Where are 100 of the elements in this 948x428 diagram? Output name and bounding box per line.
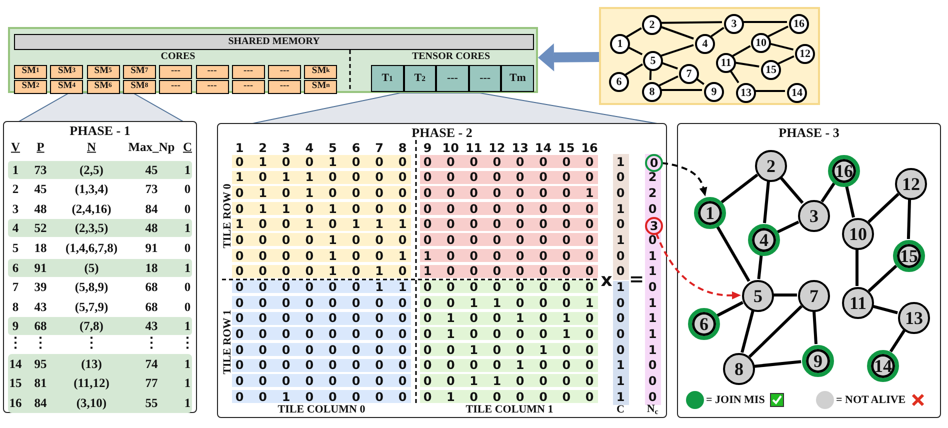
- matrix-value: 0: [492, 218, 502, 230]
- vector-value: 1: [648, 344, 657, 356]
- matrix-value: 0: [328, 186, 337, 199]
- column-header: Max_Np: [128, 140, 175, 153]
- matrix-value: 0: [352, 250, 360, 262]
- matrix-value: 0: [375, 250, 384, 262]
- column-number: 5: [328, 142, 337, 154]
- matrix-value: 0: [258, 265, 267, 278]
- graph-vertex: 10: [842, 218, 874, 250]
- matrix-value: 0: [423, 312, 432, 324]
- graph-vertex: 14: [867, 350, 899, 382]
- table-cell: 18: [145, 261, 158, 274]
- matrix-value: 0: [282, 186, 290, 199]
- vector-value: 1: [648, 296, 657, 309]
- matrix-value: 0: [562, 265, 571, 278]
- matrix-value: 0: [423, 218, 432, 230]
- graph-edge: [660, 21, 722, 24]
- matrix-value: 0: [328, 171, 337, 184]
- matrix-value: 0: [352, 171, 360, 184]
- column-number: 15: [558, 142, 575, 154]
- graph-edge: [812, 310, 818, 344]
- graph-edge: [906, 198, 912, 240]
- matrix-value: 0: [585, 250, 594, 262]
- table-cell: (1,3,4): [74, 182, 108, 196]
- matrix-value: 0: [585, 202, 594, 214]
- table-cell: 0: [184, 280, 191, 294]
- vector-value: 0: [648, 359, 657, 372]
- graph-vertex: 10: [751, 33, 771, 53]
- matrix-value: 0: [492, 250, 502, 262]
- vector-value: 0: [616, 265, 625, 278]
- matrix-value: 0: [398, 202, 407, 214]
- matrix-value: 0: [516, 296, 524, 309]
- column-header: C: [182, 140, 192, 153]
- matrix-value: 0: [305, 296, 314, 309]
- table-cell: 1: [184, 222, 191, 235]
- column-header: P: [36, 140, 44, 153]
- table-cell: 48: [34, 202, 47, 215]
- matrix-value: 0: [375, 156, 384, 168]
- table-cell: 52: [34, 222, 47, 235]
- ellipsis-mark: ⋮: [8, 336, 22, 350]
- graph-edge: [716, 301, 744, 317]
- matrix-value: 0: [282, 328, 290, 340]
- column-number: 10: [442, 142, 459, 154]
- core-block: ---: [268, 80, 302, 94]
- ellipsis-mark: ⋮: [144, 336, 158, 350]
- matrix-value: 0: [585, 218, 594, 230]
- matrix-value: 1: [539, 344, 548, 356]
- graph-edge: [660, 44, 694, 57]
- matrix-value: 0: [585, 171, 594, 184]
- panel-title: PHASE - 2: [410, 126, 474, 139]
- axis-label: TILE ROW 0: [222, 184, 233, 249]
- graph-edge: [889, 330, 906, 352]
- column-number: 13: [512, 142, 528, 154]
- matrix-value: 0: [516, 265, 524, 278]
- matrix-value: 0: [446, 280, 455, 293]
- vector-value: 0: [648, 234, 657, 246]
- matrix-value: 0: [352, 344, 360, 356]
- table-cell: 14: [9, 357, 22, 370]
- vector-value: 1: [616, 234, 625, 246]
- table-cell: 1: [184, 376, 191, 390]
- section-heading: TENSOR CORES: [412, 52, 490, 62]
- matrix-value: 0: [375, 390, 384, 403]
- matrix-value: 0: [562, 296, 571, 309]
- matrix-value: 0: [282, 265, 290, 278]
- matrix-value: 0: [258, 171, 267, 184]
- matrix-value: 0: [562, 156, 571, 168]
- matrix-value: 0: [398, 359, 407, 372]
- matrix-value: 0: [585, 156, 594, 168]
- column-number: 3: [282, 142, 290, 154]
- table-cell: 95: [34, 357, 47, 370]
- graph-vertex: 8: [642, 82, 662, 102]
- matrix-value: 0: [305, 202, 314, 214]
- graph-edge: [768, 26, 788, 38]
- table-cell: 43: [145, 320, 158, 333]
- matrix-value: 0: [539, 328, 548, 340]
- matrix-value: 0: [470, 328, 478, 340]
- table-cell: 6: [12, 261, 19, 274]
- table-cell: 1: [184, 163, 191, 176]
- matrix-value: 1: [585, 186, 594, 199]
- vector-value: 1: [616, 359, 625, 372]
- matrix-value: 1: [305, 186, 314, 199]
- vector-value: 0: [616, 328, 625, 340]
- table-cell: 68: [34, 320, 47, 333]
- matrix-value: 0: [328, 328, 337, 340]
- matrix-value: 0: [305, 312, 314, 324]
- column-number: 2: [258, 142, 267, 154]
- matrix-value: 0: [375, 359, 384, 372]
- matrix-value: 0: [585, 344, 594, 356]
- matrix-value: 0: [258, 328, 267, 340]
- graph-edge: [626, 46, 643, 56]
- matrix-value: 0: [470, 390, 478, 403]
- table-cell: (7,8): [80, 320, 104, 333]
- matrix-value: 0: [352, 312, 360, 324]
- column-number: 8: [398, 142, 407, 154]
- phase-panel: [3, 121, 197, 413]
- matrix-value: 0: [516, 374, 524, 387]
- table-cell: 1: [12, 163, 19, 176]
- matrix-value: 0: [423, 390, 432, 403]
- memory-bar: SHARED MEMORY: [14, 34, 534, 50]
- table-cell: 84: [145, 202, 158, 215]
